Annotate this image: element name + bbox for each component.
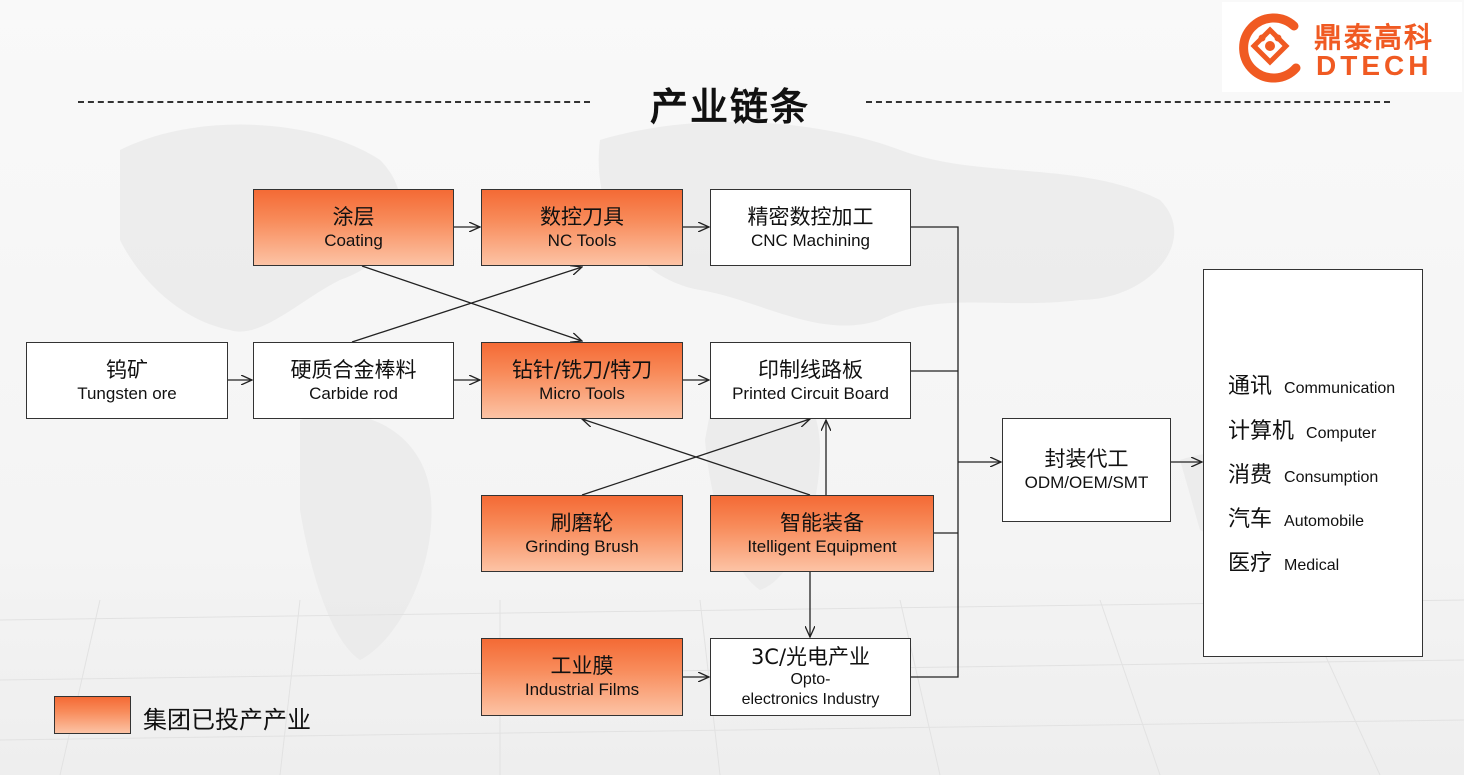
app-computer-zh: 计算机 [1228,419,1295,444]
node-pcb-en: Printed Circuit Board [732,383,889,403]
node-grinding-brush: 刷磨轮 Grinding Brush [481,495,683,572]
legend-label: 集团已投产产业 [143,706,311,734]
node-tungsten-ore: 钨矿 Tungsten ore [26,342,228,419]
app-communication-en: Communication [1284,380,1396,397]
app-medical-zh: 医疗 [1228,551,1273,576]
app-automobile-zh: 汽车 [1228,507,1273,532]
app-communication-zh: 通讯 [1228,374,1273,399]
node-opto-en-line1: Opto- [790,671,831,688]
node-micro-en: Micro Tools [539,383,625,403]
legend-swatch [54,696,131,734]
title-dash-right [866,101,1390,103]
node-odm-en: ODM/OEM/SMT [1024,473,1149,492]
company-logo: 鼎泰高科 DTECH [1222,2,1462,92]
logo-name-en: DTECH [1316,50,1433,81]
node-industrial-films: 工业膜 Industrial Films [481,638,683,716]
node-brush-en: Grinding Brush [525,536,639,556]
app-item-medical: 医疗 Medical [1228,545,1339,577]
node-carbide-en: Carbide rod [309,383,398,403]
node-nc-tools-en: NC Tools [547,230,617,250]
app-item-consumption: 消费 Consumption [1228,457,1378,489]
node-odm-zh: 封装代工 [1044,447,1129,471]
node-tungsten-en: Tungsten ore [77,383,177,403]
node-equipment-en: Itelligent Equipment [747,536,897,556]
node-coating: 涂层 Coating [253,189,454,266]
app-automobile-en: Automobile [1284,513,1365,530]
node-cnc-machining: 精密数控加工 CNC Machining [710,189,911,266]
app-consumption-en: Consumption [1284,469,1379,486]
node-micro-tools: 钻针/铣刀/特刀 Micro Tools [481,342,683,419]
applications-panel: 通讯 Communication 计算机 Computer 消费 Consump… [1203,269,1423,657]
app-consumption-zh: 消费 [1228,463,1273,488]
title-dash-left [78,101,590,103]
node-opto-en-line2: electronics Industry [741,691,880,708]
node-brush-zh: 刷磨轮 [550,510,614,535]
app-computer-en: Computer [1306,425,1377,442]
node-micro-zh: 钻针/铣刀/特刀 [511,357,653,382]
app-item-automobile: 汽车 Automobile [1228,501,1364,533]
node-opto-industry: 3C/光电产业 Opto- electronics Industry [710,638,911,716]
node-pcb-zh: 印制线路板 [758,357,863,382]
node-coating-zh: 涂层 [332,204,375,229]
app-item-communication: 通讯 Communication [1228,368,1395,400]
node-cnc-zh: 精密数控加工 [747,204,874,229]
node-equipment-zh: 智能装备 [780,510,864,535]
node-nc-tools: 数控刀具 NC Tools [481,189,683,266]
node-films-zh: 工业膜 [550,654,614,678]
node-intelligent-equipment: 智能装备 Itelligent Equipment [710,495,934,572]
logo-name-zh: 鼎泰高科 [1314,21,1435,54]
node-films-en: Industrial Films [524,680,640,699]
node-pcb: 印制线路板 Printed Circuit Board [710,342,911,419]
node-tungsten-zh: 钨矿 [106,357,148,382]
app-item-computer: 计算机 Computer [1228,413,1376,445]
node-carbide-zh: 硬质合金棒料 [290,357,417,382]
page-title: 产业链条 [649,85,810,129]
node-coating-en: Coating [324,230,383,250]
dtech-logo-icon [1239,13,1301,83]
node-nc-tools-zh: 数控刀具 [540,204,624,229]
node-odm-oem-smt: 封装代工 ODM/OEM/SMT [1002,418,1171,522]
app-medical-en: Medical [1284,557,1340,574]
node-carbide-rod: 硬质合金棒料 Carbide rod [253,342,454,419]
node-cnc-en: CNC Machining [750,230,871,250]
node-opto-zh: 3C/光电产业 [750,645,871,669]
